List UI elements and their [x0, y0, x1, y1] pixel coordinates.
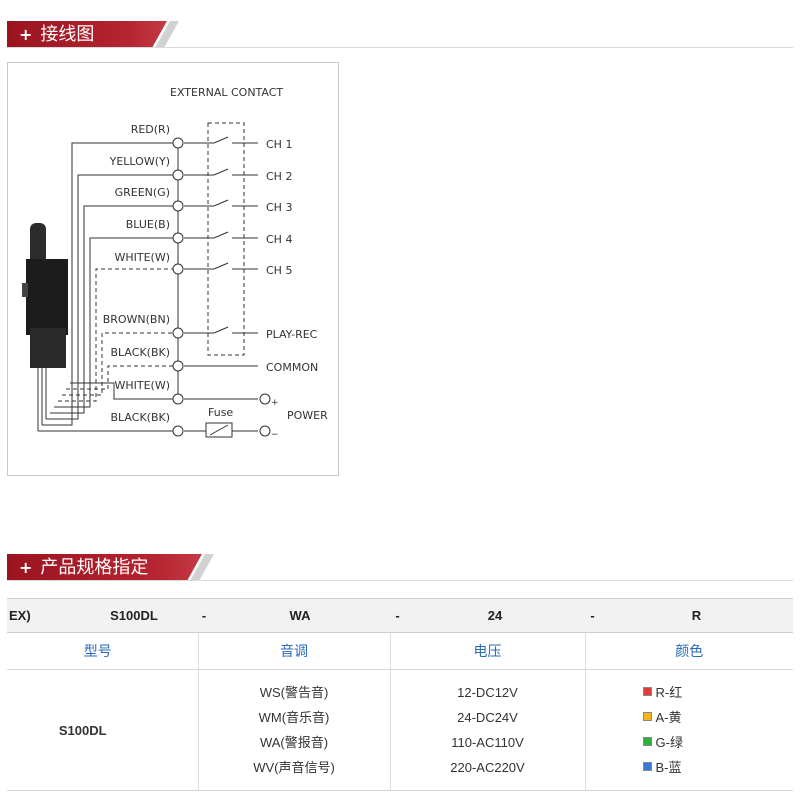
- amber-swatch-icon: [642, 712, 652, 721]
- green-swatch-icon: [642, 737, 652, 746]
- header-bar-shape: [7, 21, 179, 48]
- wiring-diagram: EXTERNAL CONTACT RED(R) YELLOW(Y) GREEN(…: [7, 62, 339, 476]
- example-prefix: EX): [7, 598, 70, 633]
- channel-label-1: CH 1: [266, 138, 292, 151]
- color-label: A-黄: [655, 710, 682, 725]
- blue-swatch-icon: [642, 762, 652, 771]
- header-row: 型号 音调 电压 颜色: [7, 632, 793, 670]
- header-bar-shape: [7, 554, 214, 581]
- color-cell: R-红 A-黄 G-绿 B-蓝: [584, 669, 793, 791]
- tone-option: WV(声音信号): [253, 760, 335, 775]
- color-option: B-蓝: [642, 755, 793, 780]
- voltage-option: 110-AC110V: [451, 735, 524, 750]
- channel-label-3: CH 3: [266, 201, 292, 214]
- channel-label-play-rec: PLAY-REC: [266, 328, 318, 341]
- spec-body-row: S100DL WS(警告音) WM(音乐音) WA(警报音) WV(声音信号) …: [7, 669, 793, 791]
- example-dash: -: [198, 598, 210, 633]
- spec-table: EX) S100DL - WA - 24 - R 型号 音调 电压 颜色 S10…: [7, 598, 793, 791]
- tone-option: WS(警告音): [259, 685, 329, 700]
- tone-option: WM(音乐音): [258, 710, 330, 725]
- channel-label-5: CH 5: [266, 264, 292, 277]
- header-color: 颜色: [584, 632, 793, 670]
- red-swatch-icon: [642, 687, 652, 696]
- wire-label-brown: BROWN(BN): [103, 313, 170, 326]
- example-row: EX) S100DL - WA - 24 - R: [7, 598, 793, 633]
- fuse-label: Fuse: [208, 406, 233, 419]
- wire-label-black-2: BLACK(BK): [111, 411, 171, 424]
- diagram-header: EXTERNAL CONTACT: [170, 86, 283, 99]
- wire-label-black-1: BLACK(BK): [111, 346, 171, 359]
- color-label: B-蓝: [655, 760, 682, 775]
- color-option: A-黄: [642, 705, 793, 730]
- wiring-section-header: + 接线图: [7, 21, 217, 48]
- wire-label-yellow: YELLOW(Y): [109, 155, 170, 168]
- header-tone: 音调: [197, 632, 390, 670]
- plus-icon: +: [19, 558, 33, 577]
- color-label: G-绿: [655, 735, 683, 750]
- tone-option: WA(警报音): [259, 735, 329, 750]
- spec-section-header: + 产品规格指定: [7, 554, 217, 581]
- example-dash: -: [390, 598, 405, 633]
- example-model: S100DL: [70, 598, 198, 633]
- wire-label-white-1: WHITE(W): [114, 251, 170, 264]
- power-label: POWER: [287, 409, 328, 422]
- wiring-diagram-svg: EXTERNAL CONTACT RED(R) YELLOW(Y) GREEN(…: [22, 86, 328, 440]
- channel-label-common: COMMON: [266, 361, 318, 374]
- wire-label-blue: BLUE(B): [126, 218, 170, 231]
- wire-label-white-2: WHITE(W): [114, 379, 170, 392]
- tone-cell: WS(警告音) WM(音乐音) WA(警报音) WV(声音信号): [197, 669, 390, 791]
- header-voltage: 电压: [389, 632, 585, 670]
- color-label: R-红: [655, 685, 683, 700]
- header-model: 型号: [7, 632, 198, 670]
- minus-symbol: −: [271, 430, 279, 440]
- voltage-option: 12-DC12V: [457, 685, 518, 700]
- model-cell: S100DL: [7, 669, 198, 791]
- color-option: R-红: [642, 680, 793, 705]
- example-voltage: 24: [405, 598, 585, 633]
- section-title: 接线图: [40, 24, 95, 45]
- section-divider: [7, 47, 793, 48]
- wire-label-red: RED(R): [131, 123, 170, 136]
- channel-label-4: CH 4: [266, 233, 292, 246]
- voltage-cell: 12-DC12V 24-DC24V 110-AC110V 220-AC220V: [389, 669, 585, 791]
- voltage-option: 220-AC220V: [450, 760, 525, 775]
- example-dash: -: [585, 598, 600, 633]
- wire-label-green: GREEN(G): [115, 186, 170, 199]
- plus-icon: +: [19, 25, 33, 44]
- voltage-option: 24-DC24V: [457, 710, 518, 725]
- plus-symbol: +: [271, 398, 279, 408]
- example-color: R: [600, 598, 793, 633]
- section-title: 产品规格指定: [40, 557, 149, 578]
- example-tone: WA: [210, 598, 390, 633]
- channel-label-2: CH 2: [266, 170, 292, 183]
- section-divider: [7, 580, 793, 581]
- color-option: G-绿: [642, 730, 793, 755]
